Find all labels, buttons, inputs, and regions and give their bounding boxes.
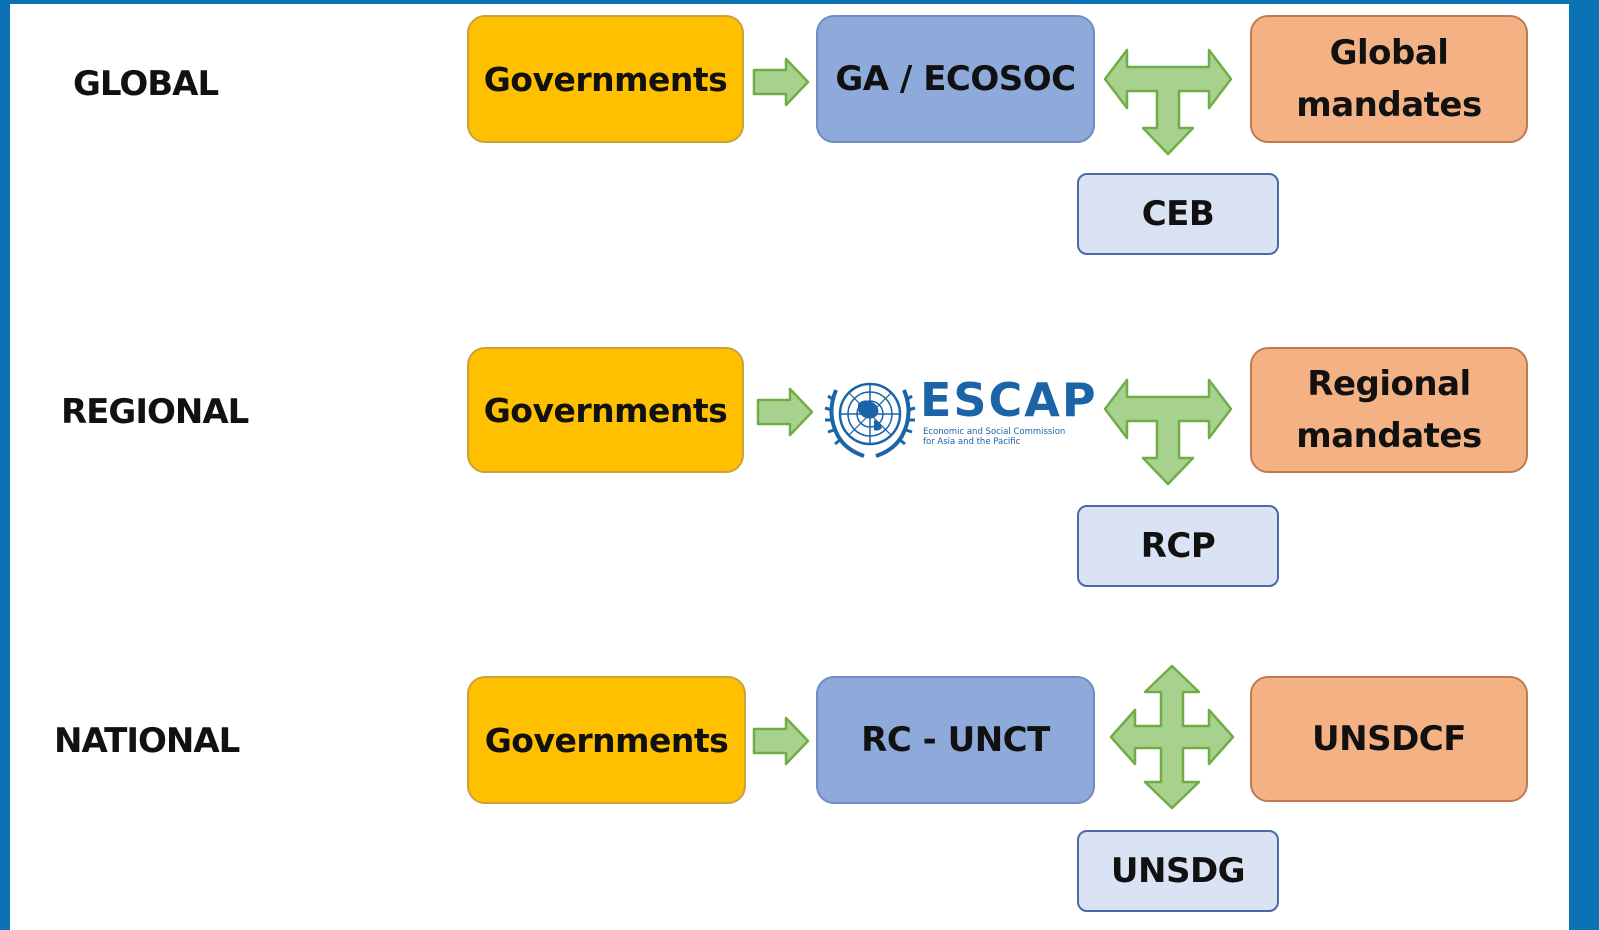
global-mandates-box: Global mandates bbox=[1250, 15, 1528, 143]
escap-logo-wordmark: ESCAP bbox=[920, 373, 1098, 427]
ceb-box: CEB bbox=[1077, 173, 1279, 255]
four-way-arrow-icon bbox=[1109, 664, 1235, 810]
level-label-national: NATIONAL bbox=[54, 721, 240, 761]
escap-logo: ESCAP Economic and Social Commission for… bbox=[822, 370, 1096, 465]
unsdcf-box: UNSDCF bbox=[1250, 676, 1528, 802]
level-label-regional: REGIONAL bbox=[61, 392, 249, 432]
t-shape-arrow-icon bbox=[1103, 378, 1233, 486]
rc-unct-box: RC - UNCT bbox=[816, 676, 1095, 804]
frame-right-border bbox=[1569, 0, 1599, 930]
unsdg-box: UNSDG bbox=[1077, 830, 1279, 912]
block-arrow-right-icon bbox=[752, 716, 810, 766]
governments-box-regional: Governments bbox=[467, 347, 744, 473]
regional-mandates-box: Regional mandates bbox=[1250, 347, 1528, 473]
frame-top-border bbox=[0, 0, 1599, 4]
frame-left-border bbox=[0, 0, 10, 930]
level-label-global: GLOBAL bbox=[73, 64, 219, 104]
un-emblem-icon bbox=[824, 382, 916, 458]
governments-box-global: Governments bbox=[467, 15, 744, 143]
rcp-box: RCP bbox=[1077, 505, 1279, 587]
block-arrow-right-icon bbox=[752, 57, 810, 107]
block-arrow-right-icon bbox=[756, 387, 814, 437]
t-shape-arrow-icon bbox=[1103, 48, 1233, 156]
escap-logo-subtitle-2: for Asia and the Pacific bbox=[923, 437, 1021, 447]
governments-box-national: Governments bbox=[467, 676, 746, 804]
ga-ecosoc-box: GA / ECOSOC bbox=[816, 15, 1095, 143]
escap-logo-subtitle-1: Economic and Social Commission bbox=[923, 427, 1066, 437]
